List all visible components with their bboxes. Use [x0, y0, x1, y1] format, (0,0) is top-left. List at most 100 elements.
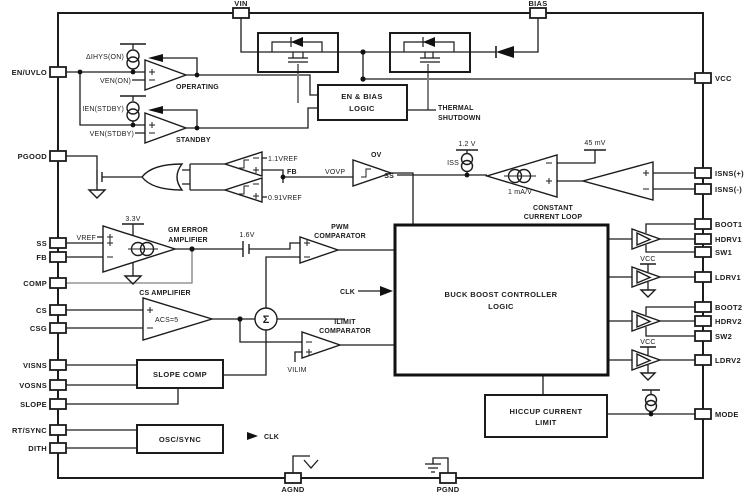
ground-icon	[639, 289, 657, 381]
mosfet-icon	[288, 52, 440, 63]
pgood-mosfet-icon	[96, 170, 103, 184]
label-ov: OV	[371, 152, 382, 159]
pin-fb	[49, 251, 67, 263]
label-standby: STANDBY	[176, 137, 211, 144]
pin-vcc	[694, 72, 712, 84]
offset-1v6-icon	[242, 241, 250, 257]
pin-agnd	[284, 472, 302, 484]
uv-comparator	[222, 151, 263, 177]
pin-sw2	[694, 330, 712, 342]
label-vovp: VOVP	[325, 169, 345, 176]
label-en-bias-2: LOGIC	[349, 104, 375, 113]
cs-amplifier	[142, 297, 278, 341]
label-clk-out: CLK	[264, 434, 279, 441]
label-gm-err-1: GM ERROR	[168, 227, 208, 234]
ldrv1-driver-icon	[631, 266, 663, 288]
wire-driver-outs	[645, 223, 695, 373]
arrow-left-icon	[148, 106, 163, 114]
pgood-section	[87, 151, 394, 203]
enable-comparators	[120, 43, 189, 145]
wire-osc	[66, 429, 137, 449]
pin-label-visns: VISNS	[23, 361, 47, 370]
label-pwm-1: PWM	[331, 224, 349, 231]
ldo-diodes	[291, 37, 514, 58]
pin-boot1	[694, 218, 712, 230]
pin-label-vin: VIN	[234, 0, 247, 8]
label-sigma: Σ	[263, 314, 270, 326]
label-delta-ihys: ΔIHYS(ON)	[86, 54, 124, 61]
label-controller-2: LOGIC	[488, 302, 514, 311]
label-ref-low: 0.91VREF	[268, 195, 302, 202]
pin-pgood	[49, 150, 67, 162]
wire-cs-slope	[66, 309, 267, 405]
pin-label-csg: CSG	[30, 324, 47, 333]
label-hiccup-2: LIMIT	[535, 418, 557, 427]
slope-comp-box	[136, 359, 224, 389]
body-diode-icon	[291, 37, 303, 47]
hdrv1-driver-icon	[631, 228, 663, 250]
agnd-symbol-icon	[303, 459, 319, 469]
pin-hdrv2	[694, 315, 712, 327]
amp-signs	[107, 234, 113, 258]
isns-amp	[580, 161, 654, 201]
pin-boot2	[694, 301, 712, 313]
label-3v3: 3.3V	[125, 216, 140, 223]
pin-label-agnd: AGND	[281, 485, 305, 494]
pin-label-hdrv1: HDRV1	[715, 235, 742, 244]
ground-icon	[123, 275, 143, 285]
pin-pgnd	[439, 472, 457, 484]
pin-labels: EN/UVLO PGOOD SS FB COMP CS CSG VISNS VO…	[12, 0, 744, 494]
pin-label-boot2: BOOT2	[715, 303, 742, 312]
label-iss: ISS	[447, 160, 459, 167]
pin-label-ss: SS	[36, 239, 47, 248]
pin-boxes	[49, 7, 712, 484]
pin-vosns	[49, 379, 67, 391]
label-45mv: 45 mV	[584, 140, 605, 147]
hysteresis-arrows	[148, 54, 163, 114]
label-clk-in: CLK	[340, 289, 355, 296]
hys-current-source-icon	[126, 56, 140, 70]
hysteresis-glyphs	[239, 159, 371, 195]
wire-ccl	[397, 150, 695, 190]
pin-label-ldrv2: LDRV2	[715, 356, 741, 365]
cs-amp-triangle	[142, 297, 215, 341]
pin-bias	[529, 7, 547, 19]
label-thermal-1: THERMAL	[438, 105, 474, 112]
hys-current-source-icon	[126, 49, 140, 63]
label-gm-err-2: AMPLIFIER	[168, 237, 208, 244]
stdby-current-source-icon	[126, 101, 140, 115]
iss-current-source-icon	[460, 152, 474, 166]
gm-current-amp	[484, 154, 558, 198]
ov-lower-comparator	[222, 177, 263, 203]
pin-label-pgnd: PGND	[437, 485, 460, 494]
pin-label-en-uvlo: EN/UVLO	[12, 68, 47, 77]
label-osc-sync: OSC/SYNC	[159, 435, 202, 444]
pin-ss	[49, 237, 67, 249]
ilimit-comparator	[301, 331, 343, 359]
label-vref: VREF	[77, 235, 96, 242]
amp-signs	[306, 341, 312, 355]
ground-icon	[87, 189, 107, 199]
clk-arrow-icon	[380, 286, 393, 296]
pin-label-vcc: VCC	[715, 74, 732, 83]
label-ss-node: SS	[384, 173, 394, 180]
mode-current-source-icon	[644, 399, 658, 413]
mode-current-source-icon	[644, 393, 658, 407]
gate-drivers	[631, 228, 663, 381]
ground-symbols	[303, 459, 441, 473]
pin-label-cs: CS	[36, 306, 47, 315]
operating-comparator	[144, 58, 189, 92]
label-ien-stdby: IEN(STDBY)	[82, 106, 124, 113]
clk-arrows	[247, 286, 393, 440]
pin-visns	[49, 359, 67, 371]
label-thermal-2: SHUTDOWN	[438, 115, 481, 122]
pin-label-rt-sync: RT/SYNC	[12, 426, 47, 435]
label-operating: OPERATING	[176, 84, 219, 91]
wire-pgood	[66, 155, 414, 225]
pin-label-sw2: SW2	[715, 332, 732, 341]
en-bias-logic-block	[317, 84, 436, 121]
hiccup-box	[484, 394, 608, 438]
pin-label-vosns: VOSNS	[19, 381, 47, 390]
